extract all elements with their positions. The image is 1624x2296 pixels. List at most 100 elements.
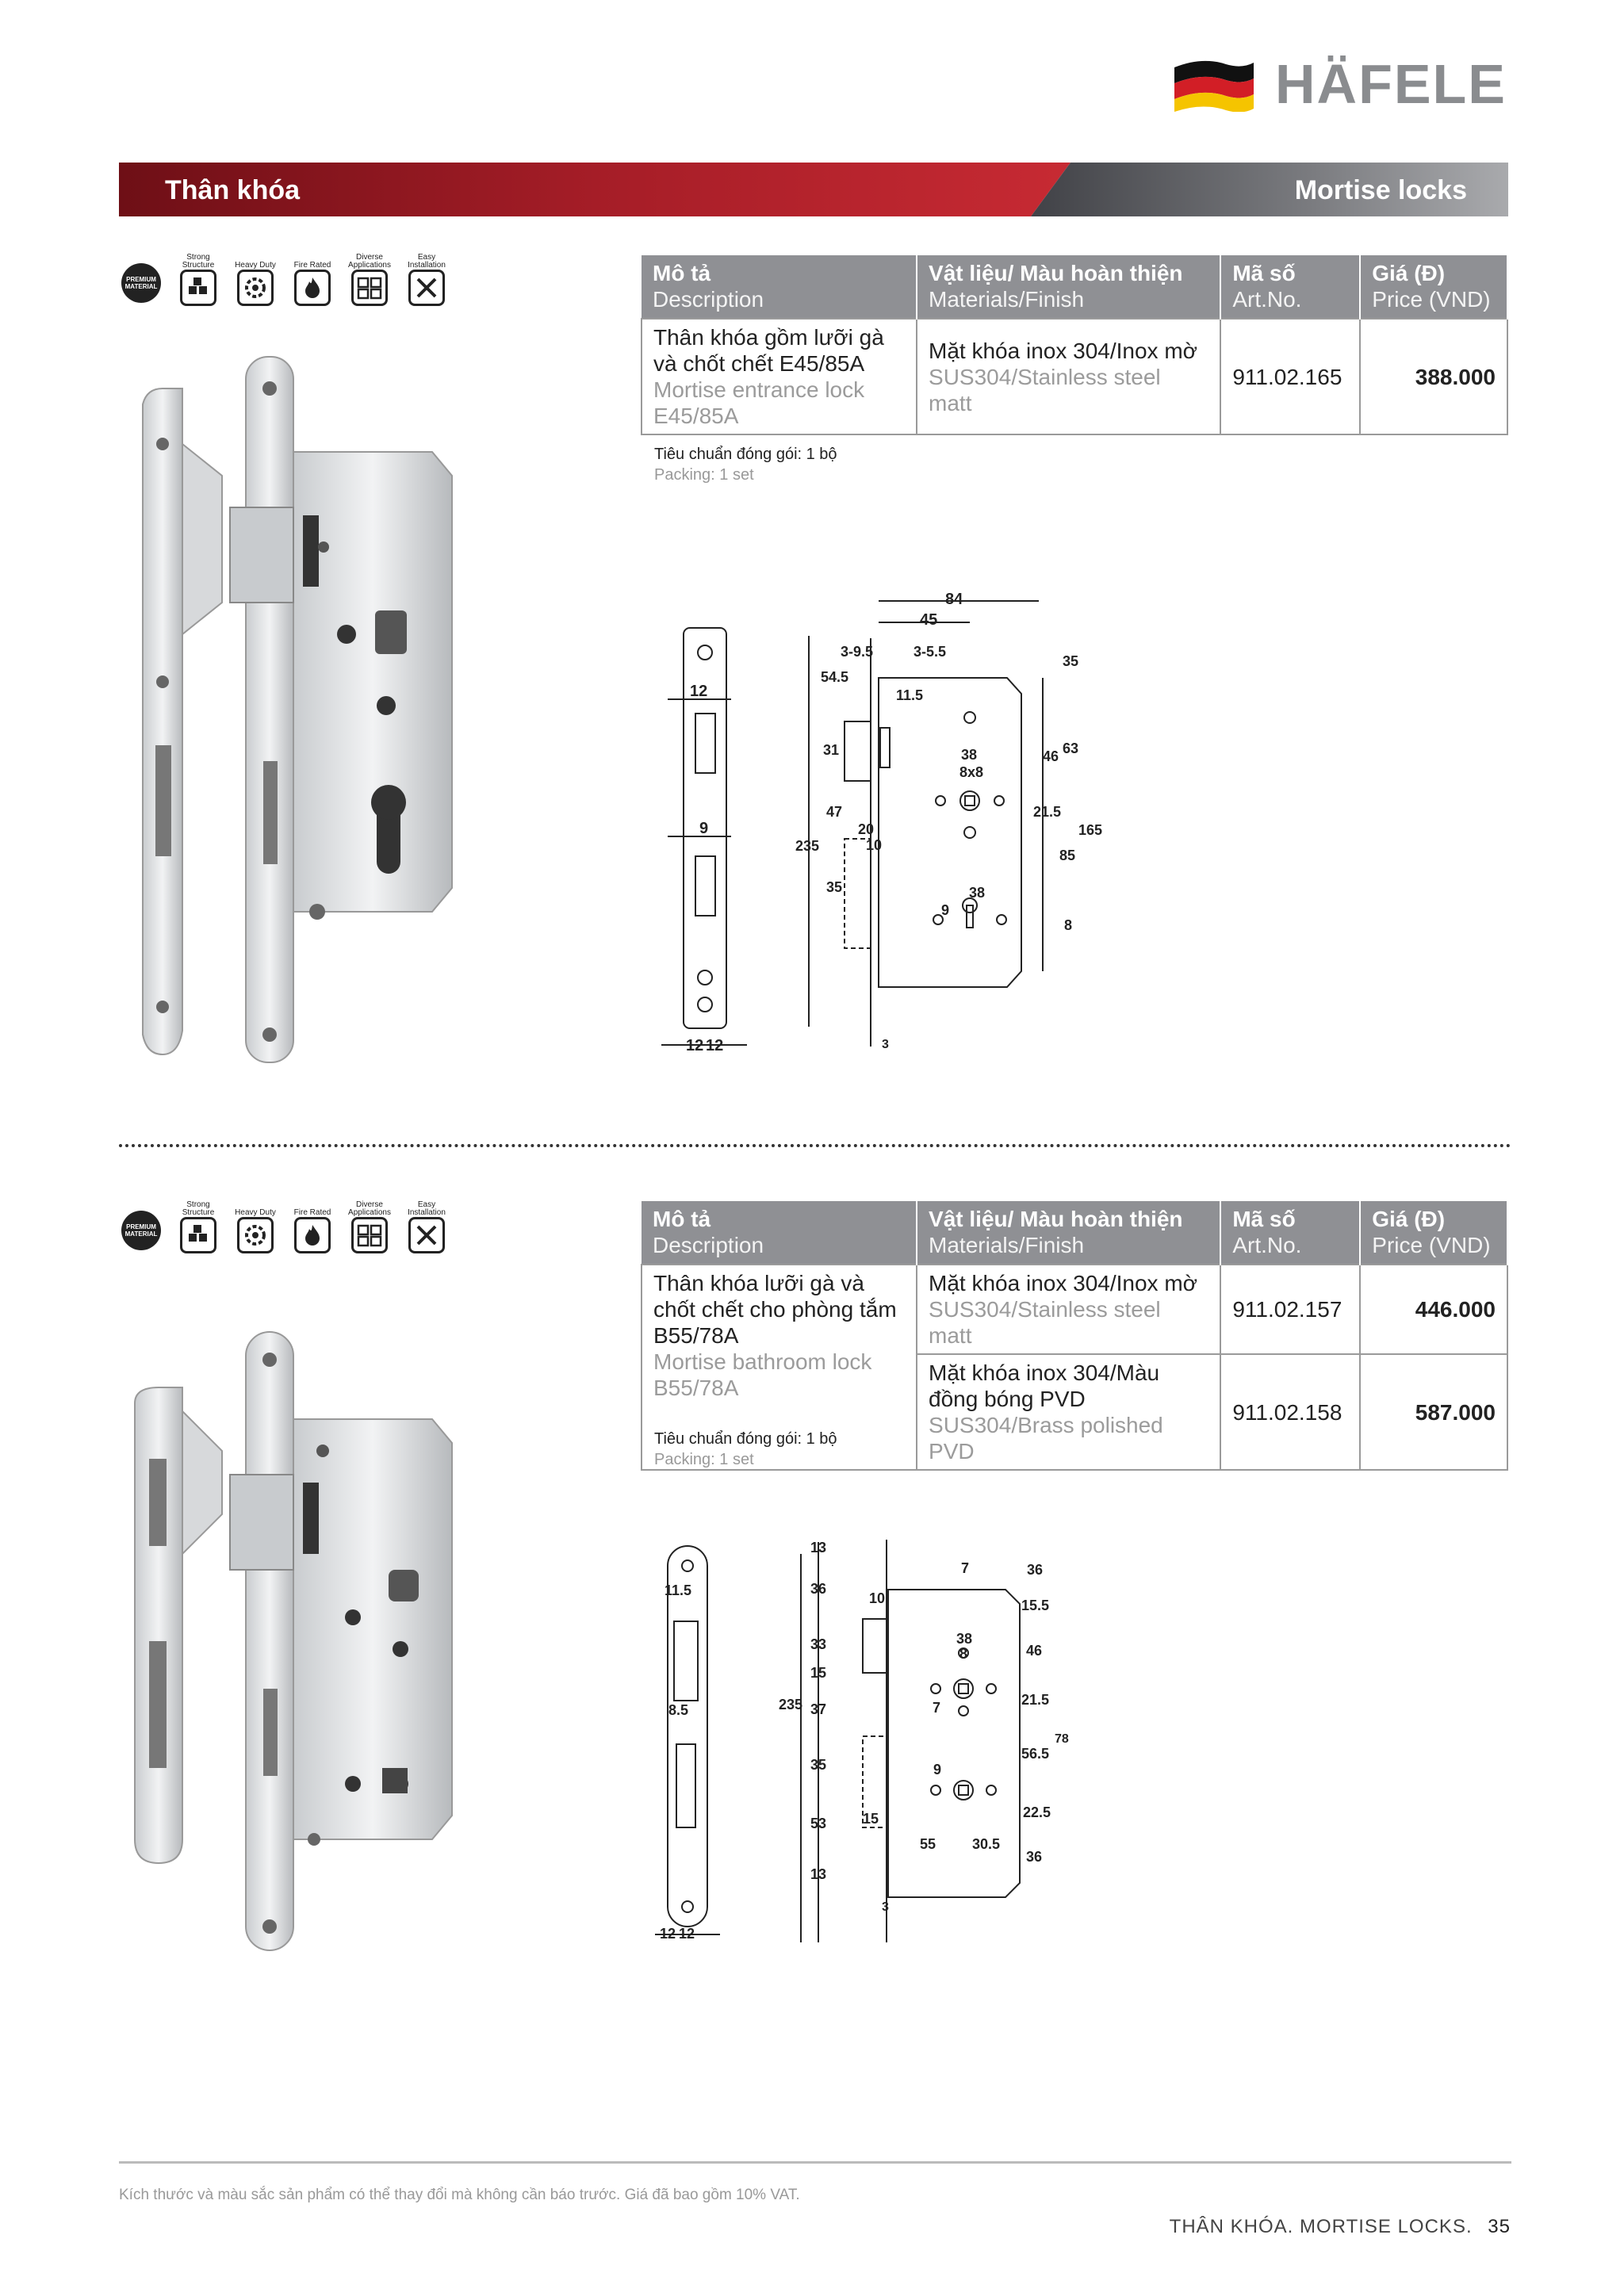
svg-text:33: 33 <box>810 1636 826 1652</box>
svg-text:54.5: 54.5 <box>821 669 848 685</box>
premium-material-icon: PREMIUM MATERIAL <box>119 1200 163 1253</box>
svg-text:12: 12 <box>679 1926 695 1942</box>
heavy-duty-icon: Heavy Duty <box>233 1200 278 1253</box>
svg-text:7: 7 <box>961 1560 969 1576</box>
svg-text:78: 78 <box>1055 1732 1069 1746</box>
svg-text:15: 15 <box>810 1665 826 1681</box>
svg-text:36: 36 <box>1026 1849 1042 1865</box>
svg-text:38: 38 <box>961 747 977 763</box>
col-price: Giá (Đ)Price (VND) <box>1360 1201 1508 1265</box>
product-price: 587.000 <box>1359 1353 1508 1471</box>
strong-structure-icon: Strong Structure <box>176 252 220 306</box>
svg-text:7: 7 <box>933 1700 940 1716</box>
product-art-no: 911.02.158 <box>1220 1353 1362 1471</box>
diverse-applications-icon: Diverse Applications <box>347 1200 392 1253</box>
product-description: Thân khóa gồm lưỡi gà và chốt chết E45/8… <box>640 318 918 435</box>
product-price: 388.000 <box>1359 318 1508 435</box>
svg-text:46: 46 <box>1026 1643 1042 1659</box>
fire-rated-icon: Fire Rated <box>290 1200 335 1253</box>
page-section-vi: THÂN KHÓA. <box>1169 2216 1294 2237</box>
page-section-en: MORTISE LOCKS. <box>1300 2216 1473 2237</box>
page-number: 35 <box>1488 2216 1511 2237</box>
svg-text:22.5: 22.5 <box>1023 1804 1051 1820</box>
strong-structure-icon: Strong Structure <box>176 1200 220 1253</box>
svg-text:9: 9 <box>699 820 708 837</box>
svg-text:46: 46 <box>1043 748 1059 764</box>
mortise-lock-photo-1 <box>142 356 453 1063</box>
svg-text:12: 12 <box>690 683 707 700</box>
hafele-logo: HÄFELE <box>1170 55 1507 113</box>
easy-installation-icon: Easy Installation <box>404 1200 449 1253</box>
svg-text:8.5: 8.5 <box>668 1702 688 1718</box>
svg-text:9: 9 <box>933 1762 941 1777</box>
product-price: 446.000 <box>1359 1264 1508 1355</box>
svg-text:15.5: 15.5 <box>1021 1598 1049 1613</box>
svg-text:45: 45 <box>920 611 937 629</box>
svg-text:8: 8 <box>1064 917 1072 933</box>
svg-text:36: 36 <box>810 1581 826 1597</box>
mortise-lock-photo-2 <box>134 1331 453 1951</box>
svg-text:31: 31 <box>823 742 839 758</box>
technical-drawing-2: 13 7 36 11.5 36 10 15.5 33 38 8 46 15 8.… <box>655 1540 1069 1942</box>
svg-text:3-5.5: 3-5.5 <box>914 644 946 660</box>
svg-text:30.5: 30.5 <box>972 1836 1000 1852</box>
svg-text:56.5: 56.5 <box>1021 1746 1049 1762</box>
table-row: Thân khóa gồm lưỡi gà và chốt chết E45/8… <box>640 318 1508 435</box>
technical-drawing-1: 84 45 3-9.5 3-5.5 54.5 35 12 11.5 63 31 … <box>661 591 1102 1054</box>
footer-divider <box>119 2161 1511 2164</box>
svg-text:21.5: 21.5 <box>1033 804 1061 820</box>
svg-text:15: 15 <box>863 1811 879 1827</box>
svg-text:10: 10 <box>866 837 882 853</box>
banner-title-vi: Thân khóa <box>165 175 301 205</box>
fire-rated-icon: Fire Rated <box>290 252 335 306</box>
svg-text:8: 8 <box>959 1646 967 1662</box>
premium-material-icon: PREMIUM MATERIAL <box>119 252 163 306</box>
svg-text:235: 235 <box>779 1697 802 1712</box>
german-flag-icon <box>1174 60 1254 112</box>
svg-text:11.5: 11.5 <box>896 687 923 703</box>
svg-text:20: 20 <box>858 821 874 837</box>
table-row: Thân khóa lưỡi gà và chốt chết cho phòng… <box>640 1264 1508 1471</box>
section-banner: Thân khóa Mortise locks <box>119 163 1508 216</box>
section-divider <box>119 1144 1511 1147</box>
svg-text:12: 12 <box>706 1037 723 1054</box>
svg-text:36: 36 <box>1027 1562 1043 1578</box>
packing-info-1: Tiêu chuẩn đóng gói: 1 bộ Packing: 1 set <box>654 446 837 484</box>
heavy-duty-icon: Heavy Duty <box>233 252 278 306</box>
svg-text:55: 55 <box>920 1836 936 1852</box>
banner-title-en: Mortise locks <box>1294 175 1467 205</box>
easy-installation-icon: Easy Installation <box>404 252 449 306</box>
svg-text:3-9.5: 3-9.5 <box>841 644 873 660</box>
feature-icons-1: PREMIUM MATERIAL Strong Structure Heavy … <box>119 252 449 306</box>
svg-text:21.5: 21.5 <box>1021 1692 1049 1708</box>
svg-text:8x8: 8x8 <box>959 764 983 780</box>
svg-text:13: 13 <box>810 1866 826 1882</box>
svg-text:38: 38 <box>969 885 985 901</box>
svg-text:63: 63 <box>1063 740 1078 756</box>
svg-text:235: 235 <box>795 838 819 854</box>
svg-text:53: 53 <box>810 1816 826 1831</box>
diverse-applications-icon: Diverse Applications <box>347 252 392 306</box>
page-info: THÂN KHÓA. MORTISE LOCKS. 35 <box>1170 2216 1511 2238</box>
col-price: Giá (Đ)Price (VND) <box>1360 255 1508 319</box>
product-art-no: 911.02.157 <box>1220 1264 1362 1355</box>
svg-text:12: 12 <box>660 1926 676 1942</box>
svg-text:84: 84 <box>945 591 963 608</box>
product-description: Thân khóa lưỡi gà và chốt chết cho phòng… <box>640 1264 918 1471</box>
svg-text:13: 13 <box>810 1540 826 1556</box>
svg-text:37: 37 <box>810 1701 826 1717</box>
feature-icons-2: PREMIUM MATERIAL Strong Structure Heavy … <box>119 1200 449 1253</box>
footer-note: Kích thước và màu sắc sản phẩm có thể th… <box>119 2187 800 2203</box>
